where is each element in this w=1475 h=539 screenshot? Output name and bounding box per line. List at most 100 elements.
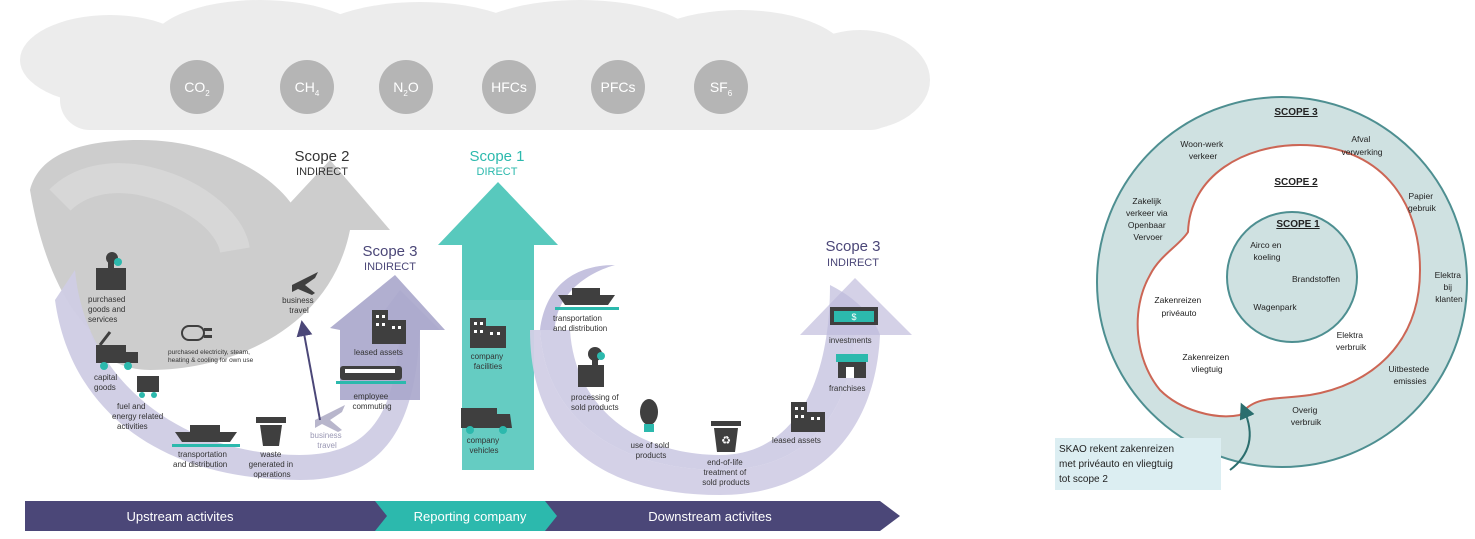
ship-icon-upstream <box>172 425 240 447</box>
label-processing: processing of sold products <box>571 393 621 412</box>
label-leased-assets-downstream: leased assets <box>772 436 821 445</box>
svg-text:$: $ <box>851 312 856 322</box>
company-truck-icon <box>461 408 512 434</box>
svg-text:INDIRECT: INDIRECT <box>296 166 348 178</box>
item-elektra-verbruik: Elektra verbruik <box>1336 330 1367 352</box>
label-purchased-electricity: purchased electricity, steam, heating & … <box>168 349 254 364</box>
label-purchased-goods: purchased goods and services <box>88 295 128 324</box>
svg-text:INDIRECT: INDIRECT <box>827 257 879 269</box>
item-papier: Papier gebruik <box>1408 191 1437 213</box>
label-fuel-energy: fuel and energy related activities <box>112 402 165 431</box>
scope2-label: SCOPE 2 <box>1274 177 1318 188</box>
label-transport-downstream: transportation and distribution <box>553 314 607 333</box>
cloud-band <box>20 0 930 130</box>
recycle-bin-icon: ♻ <box>711 421 741 452</box>
item-brandstoffen: Brandstoffen <box>1292 274 1340 284</box>
svg-text:INDIRECT: INDIRECT <box>364 261 416 273</box>
ship-icon-downstream <box>555 288 619 310</box>
svg-text:Scope 2: Scope 2 <box>294 148 349 165</box>
trash-bin-icon <box>256 417 286 446</box>
building-icon-downstream <box>791 402 825 432</box>
gas-circles: CO2 CH4 N2O HFCs PFCs SF6 <box>170 60 748 114</box>
svg-text:DIRECT: DIRECT <box>477 166 518 178</box>
svg-text:Scope 3: Scope 3 <box>825 238 880 255</box>
scope3-upstream-arrow <box>55 270 440 480</box>
label-company-facilities: company facilities <box>471 352 506 371</box>
money-icon: $ <box>830 307 878 325</box>
item-elektra-klanten: Elektra bij klanten <box>1435 270 1464 304</box>
skao-scope-diagram: SCOPE 3 SCOPE 2 SCOPE 1 Woon-werk verkee… <box>1055 96 1468 490</box>
scope1-label: SCOPE 1 <box>1276 219 1320 230</box>
scope3-label: SCOPE 3 <box>1274 107 1318 118</box>
scope1-title: Scope 1 DIRECT <box>469 148 524 178</box>
svg-text:CO2: CO2 <box>184 79 210 98</box>
label-end-of-life: end-of-life treatment of sold products <box>702 458 750 487</box>
scope1-circle <box>1226 211 1358 343</box>
upstream-segment <box>25 501 390 531</box>
svg-text:HFCs: HFCs <box>491 79 527 95</box>
svg-text:PFCs: PFCs <box>601 79 636 95</box>
gas-sf6: SF6 <box>694 60 748 114</box>
note-arrow <box>1229 402 1255 471</box>
svg-text:CH4: CH4 <box>295 79 320 98</box>
item-overig: Overig verbruik <box>1291 405 1322 427</box>
svg-text:Scope 1: Scope 1 <box>469 148 524 165</box>
company-building-icon <box>470 318 506 348</box>
label-capital-goods: capital goods <box>94 373 119 392</box>
item-zakenreizen-prive: Zakenreizen privéauto <box>1154 295 1203 318</box>
label-business-travel-grey: business travel <box>310 431 344 450</box>
storefront-icon <box>836 354 868 378</box>
scope3-upstream-title: Scope 3 INDIRECT <box>362 243 417 273</box>
scope2-title: Scope 2 INDIRECT <box>294 148 349 178</box>
reporting-segment <box>375 501 562 531</box>
skao-note: SKAO rekent zakenreizen met privéauto en… <box>1055 438 1221 490</box>
bar-reporting-label: Reporting company <box>414 509 527 524</box>
gas-ch4: CH4 <box>280 60 334 114</box>
bar-downstream-label: Downstream activites <box>648 509 772 524</box>
airplane-icon-grey <box>315 405 345 432</box>
label-company-vehicles: company vehicles <box>467 436 502 455</box>
downstream-segment <box>545 501 900 531</box>
truck-crane-icon <box>96 331 138 370</box>
label-transport-upstream: transportation and distribution <box>173 450 229 469</box>
scope2-arrow <box>30 140 390 370</box>
gas-pfcs: PFCs <box>591 60 645 114</box>
item-wagenpark: Wagenpark <box>1253 302 1297 312</box>
fuel-cart-icon <box>137 376 159 398</box>
label-business-travel: business travel <box>282 296 316 315</box>
label-employee-commuting: employee commuting <box>352 392 391 411</box>
light-bulb-icon <box>640 399 658 432</box>
svg-text:N2O: N2O <box>393 79 419 98</box>
svg-text:Scope 3: Scope 3 <box>362 243 417 260</box>
label-use-of-sold-products: use of sold products <box>631 441 672 460</box>
label-franchises: franchises <box>829 384 865 393</box>
bar-upstream-label: Upstream activites <box>127 509 234 524</box>
svg-text:♻: ♻ <box>721 435 731 447</box>
scope3-downstream-title: Scope 3 INDIRECT <box>825 238 880 269</box>
item-zakenreizen-vliegtuig: Zakenreizen vliegtuig <box>1182 352 1231 374</box>
airplane-icon <box>292 272 318 295</box>
train-icon <box>336 366 406 384</box>
svg-text:SKAO rekent zakenreizen: SKAO rekent zakenreizen met privéauto en… <box>1059 444 1177 485</box>
scope3-downstream-arrow <box>530 278 912 495</box>
label-leased-assets-upstream: leased assets <box>354 348 403 357</box>
processing-factory-icon <box>578 347 605 387</box>
building-icon-upstream <box>372 310 406 344</box>
business-travel-connector <box>296 320 321 421</box>
activity-bar: Upstream activites Reporting company Dow… <box>25 501 900 531</box>
gas-hfcs: HFCs <box>482 60 536 114</box>
label-investments: investments <box>829 336 872 345</box>
gas-co2: CO2 <box>170 60 224 114</box>
ghg-protocol-diagram: CO2 CH4 N2O HFCs PFCs SF6 <box>20 0 930 531</box>
plug-icon <box>181 325 212 341</box>
item-woon-werk: Woon-werk verkeer <box>1180 139 1225 161</box>
svg-text:SF6: SF6 <box>710 79 733 98</box>
factory-icon <box>96 252 126 290</box>
item-airco: Airco en koeling <box>1250 240 1284 262</box>
item-afval: Afval verwerking <box>1341 134 1382 157</box>
gas-n2o: N2O <box>379 60 433 114</box>
label-waste: waste generated in operations <box>249 450 296 479</box>
item-uitbestede: Uitbestede emissies <box>1388 364 1431 386</box>
item-zakelijk: Zakelijk verkeer via Openbaar Vervoer <box>1126 196 1170 242</box>
